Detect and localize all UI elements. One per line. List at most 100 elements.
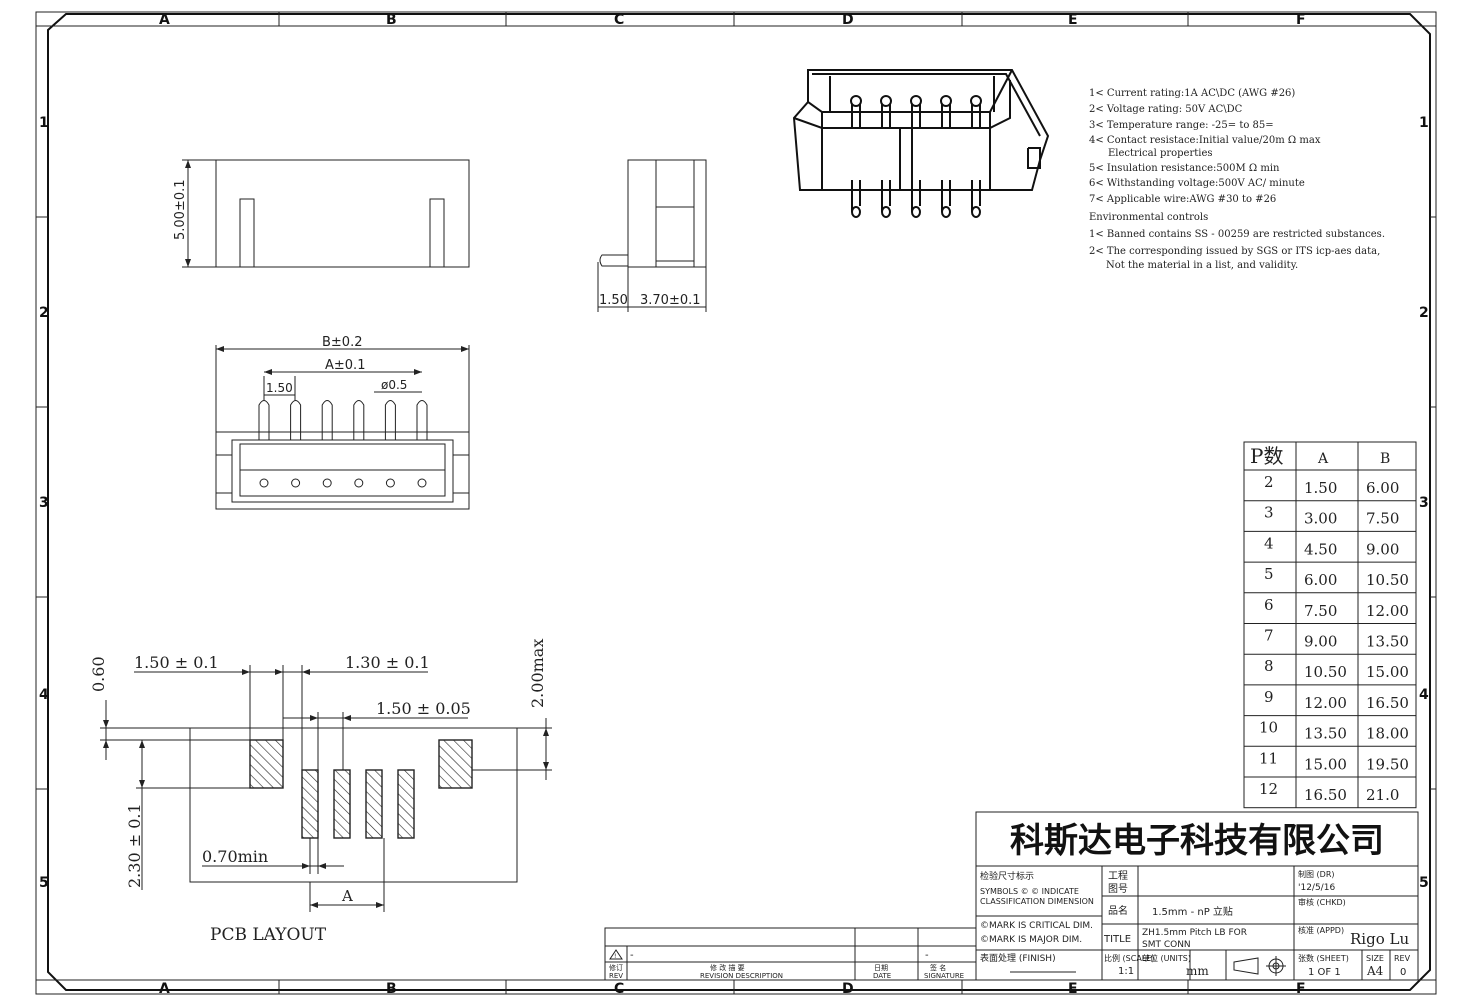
finish-label: 表面处理 (FINISH): [980, 952, 1056, 964]
table-cell: 6.00: [1304, 571, 1337, 589]
table-cell: 12: [1259, 780, 1278, 798]
signature: Rigo Lu: [1350, 930, 1409, 948]
pcb-dim-3: 1.50 ± 0.05: [376, 699, 471, 718]
name-label: 品名: [1108, 904, 1128, 917]
projection-symbol-icon: [1233, 956, 1286, 976]
pcb-layout-label: PCB LAYOUT: [210, 925, 327, 945]
zone-col-bottom-F: F: [1296, 981, 1306, 997]
symbols-line2: CLASSIFICATION DIMENSION: [980, 897, 1094, 906]
title-value-1: ZH1.5mm Pitch LB FOR: [1142, 928, 1247, 938]
table-cell: 4: [1264, 534, 1274, 552]
zone-row-left-4: 4: [39, 687, 49, 703]
zone-col-bottom-E: E: [1068, 981, 1078, 997]
revision-block: ! - - 修订 REV 修 改 描 要 REVISION DESCRIPTIO…: [604, 927, 977, 981]
zone-row-right-3: 3: [1419, 495, 1429, 511]
side-b-dim: 3.70±0.1: [640, 293, 701, 308]
zone-col-bottom-A: A: [159, 981, 170, 997]
side-a-dim: 1.50: [599, 293, 628, 308]
zone-row-right-5: 5: [1419, 875, 1429, 891]
spec-line: 1< Banned contains SS - 00259 are restri…: [1089, 229, 1385, 240]
table-cell: 13.50: [1304, 725, 1347, 743]
desc-en: REVISION DESCRIPTION: [700, 972, 783, 980]
table-header: B: [1380, 451, 1390, 467]
rev-label: REV: [1394, 954, 1411, 963]
rev-dash-1: -: [630, 950, 634, 961]
date-cn: 日期: [874, 964, 888, 972]
b-dim-label: B±0.2: [322, 335, 363, 350]
zone-col-top-D: D: [842, 12, 854, 28]
table-cell: 9: [1264, 688, 1274, 706]
units-value: mm: [1186, 964, 1209, 978]
zone-col-bottom-D: D: [842, 981, 854, 997]
zone-row-right-4: 4: [1419, 687, 1429, 703]
table-cell: 16.50: [1366, 694, 1409, 712]
table-cell: 6.00: [1366, 479, 1399, 497]
zone-col-top-B: B: [386, 12, 397, 28]
spec-line: 5< Insulation resistance:500M Ω min: [1089, 163, 1280, 174]
table-cell: 19.50: [1366, 755, 1409, 773]
sheet-value: 1 OF 1: [1308, 967, 1341, 978]
rev-dash-2: -: [925, 950, 929, 961]
side-view: 1.50 3.70±0.1: [597, 159, 707, 312]
zone-col-top-C: C: [614, 12, 624, 28]
zone-row-left-2: 2: [39, 305, 49, 321]
spec-line: 2< The corresponding issued by SGS or IT…: [1089, 246, 1380, 257]
spec-line: Electrical properties: [1108, 148, 1213, 159]
spec-line: Not the material in a list, and validity…: [1106, 260, 1298, 271]
size-value: A4: [1366, 964, 1384, 978]
table-cell: 2: [1264, 473, 1274, 491]
table-header: A: [1317, 451, 1329, 467]
spec-line: 1< Current rating:1A AC\DC (AWG #26): [1089, 88, 1295, 99]
table-cell: 10.50: [1304, 663, 1347, 681]
critical-mark: ©MARK IS CRITICAL DIM.: [980, 921, 1093, 931]
dr-label: 制图 (DR): [1298, 869, 1335, 879]
zone-col-top-E: E: [1068, 12, 1078, 28]
zone-col-top-F: F: [1296, 12, 1306, 28]
spec-line: 3< Temperature range: -25= to 85=: [1089, 120, 1274, 131]
size-label: SIZE: [1366, 954, 1384, 963]
spec-line: 4< Contact resistace:Initial value/20m Ω…: [1089, 135, 1321, 146]
table-cell: 10: [1259, 719, 1278, 737]
rev-value: 0: [1400, 967, 1406, 978]
table-cell: 21.0: [1366, 786, 1399, 804]
zone-col-bottom-C: C: [614, 981, 624, 997]
table-cell: 11: [1259, 749, 1278, 767]
date-en: DATE: [873, 972, 891, 980]
height-dim-label: 5.00±0.1: [173, 179, 188, 240]
table-cell: 7.50: [1304, 602, 1337, 620]
zone-col-top-A: A: [159, 12, 170, 28]
table-cell: 15.00: [1366, 663, 1409, 681]
table-cell: 18.00: [1366, 725, 1409, 743]
dr-value: '12/5/16: [1298, 883, 1335, 893]
table-cell: 3.00: [1304, 510, 1337, 528]
pcb-dim-6: 2.30 ± 0.1: [125, 803, 144, 888]
table-cell: 12.00: [1304, 694, 1347, 712]
spec-line: Environmental controls: [1089, 212, 1208, 223]
rev-en: REV: [609, 972, 623, 980]
table-cell: 5: [1264, 565, 1274, 583]
pin-dia-label: ø0.5: [381, 378, 407, 392]
warning-triangle-icon: !: [609, 949, 623, 960]
table-cell: 15.00: [1304, 755, 1347, 773]
zone-row-left-3: 3: [39, 495, 49, 511]
symbols-line1: SYMBOLS © © INDICATE: [980, 887, 1079, 896]
isometric-view: [792, 69, 1050, 218]
a-dim-label: A±0.1: [325, 358, 365, 373]
pcb-dim-8: A: [341, 887, 353, 905]
table-cell: 3: [1264, 504, 1274, 522]
company-name: 科斯达电子科技有限公司: [1010, 821, 1384, 861]
zone-col-bottom-B: B: [386, 981, 397, 997]
table-cell: 4.50: [1304, 540, 1337, 558]
table-cell: 6: [1264, 596, 1274, 614]
table-cell: 12.00: [1366, 602, 1409, 620]
table-cell: 9.00: [1304, 633, 1337, 651]
project-cn-2: 图号: [1108, 883, 1128, 895]
table-cell: 7: [1264, 627, 1274, 645]
title-block: 科斯达电子科技有限公司 检验尺寸标示 SYMBOLS © © INDICATE …: [975, 811, 1419, 981]
pcb-dim-5: 2.00max: [528, 639, 547, 708]
project-cn-1: 工程: [1108, 870, 1128, 882]
appd-label: 核准 (APPD): [1298, 925, 1344, 935]
pitch-dim-label: 1.50: [266, 381, 293, 395]
